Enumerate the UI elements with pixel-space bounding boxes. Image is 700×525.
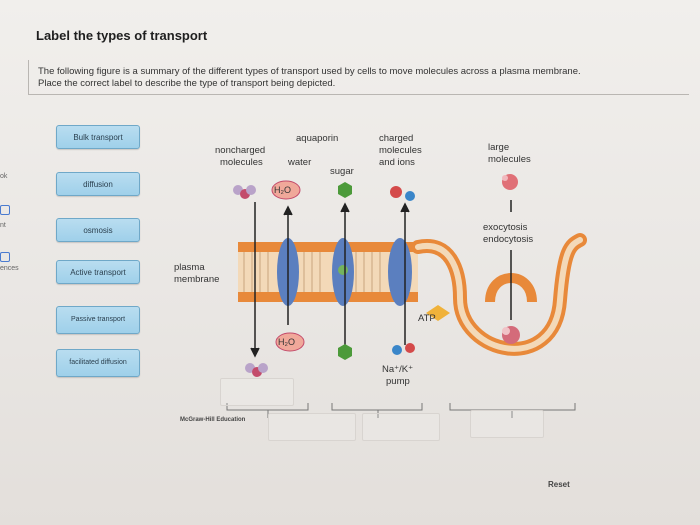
nav-fragment[interactable]: nt [0,222,6,229]
water-molecule-bottom: H₂O [278,337,295,347]
nav-fragment[interactable]: ences [0,265,19,272]
charged-label: charged [379,133,413,144]
large-label: large [488,142,509,153]
exocytosis-vesicle [411,233,587,356]
publisher-credit: McGraw-Hill Education [180,417,246,423]
drop-target[interactable] [362,413,440,441]
noncharged-label: noncharged [215,145,265,156]
page-title: Label the types of transport [36,28,208,43]
ion-pump [388,238,412,306]
atp-badge: ATP [418,305,450,324]
nav-flag-icon[interactable] [0,205,10,215]
water-molecule-top: H₂O [274,185,291,195]
transport-arrows [250,200,512,358]
instructions-box: The following figure is a summary of the… [28,60,689,95]
nav-fragment[interactable]: ok [0,173,8,180]
label-chip-osmosis[interactable]: osmosis [56,218,140,242]
exocytosis-label: exocytosis [483,222,528,233]
large-molecules-label: molecules [488,154,531,165]
label-chip-active-transport[interactable]: Active transport [56,260,140,284]
molecules-top: H₂O [233,174,518,201]
drop-target[interactable] [268,413,356,441]
instruction-line: Place the correct label to describe the … [38,78,336,89]
nav-book-icon[interactable] [0,252,10,262]
label-chip-bulk-transport[interactable]: Bulk transport [56,125,140,149]
left-nav-strip: ok nt ences [0,0,22,525]
aquaporin-label: aquaporin [296,133,338,144]
endocytosis-label: endocytosis [483,234,533,245]
molecules-bottom: H₂O [245,332,415,377]
and-ions-label: and ions [379,157,415,168]
drop-target[interactable] [470,410,544,438]
water-label: water [287,157,311,168]
atp-label: ATP [418,313,436,324]
label-chip-diffusion[interactable]: diffusion [56,172,140,196]
sugar-label: sugar [330,166,354,177]
charged-molecules-label: molecules [379,145,422,156]
label-chip-passive-transport[interactable]: Passive transport [56,306,140,334]
instruction-line: The following figure is a summary of the… [38,66,581,77]
label-chip-facilitated-diffusion[interactable]: facilitated diffusion [56,349,140,377]
noncharged-molecules-label: molecules [220,157,263,168]
transport-diagram: ATP H₂O [174,133,587,418]
pump-label: pump [386,376,410,387]
drop-target[interactable] [220,378,294,406]
plasma-label: plasma [174,262,205,273]
membrane-label: membrane [174,274,219,285]
reset-button[interactable]: Reset [548,480,570,489]
pump-ions-label: Na⁺/K⁺ [382,364,413,375]
